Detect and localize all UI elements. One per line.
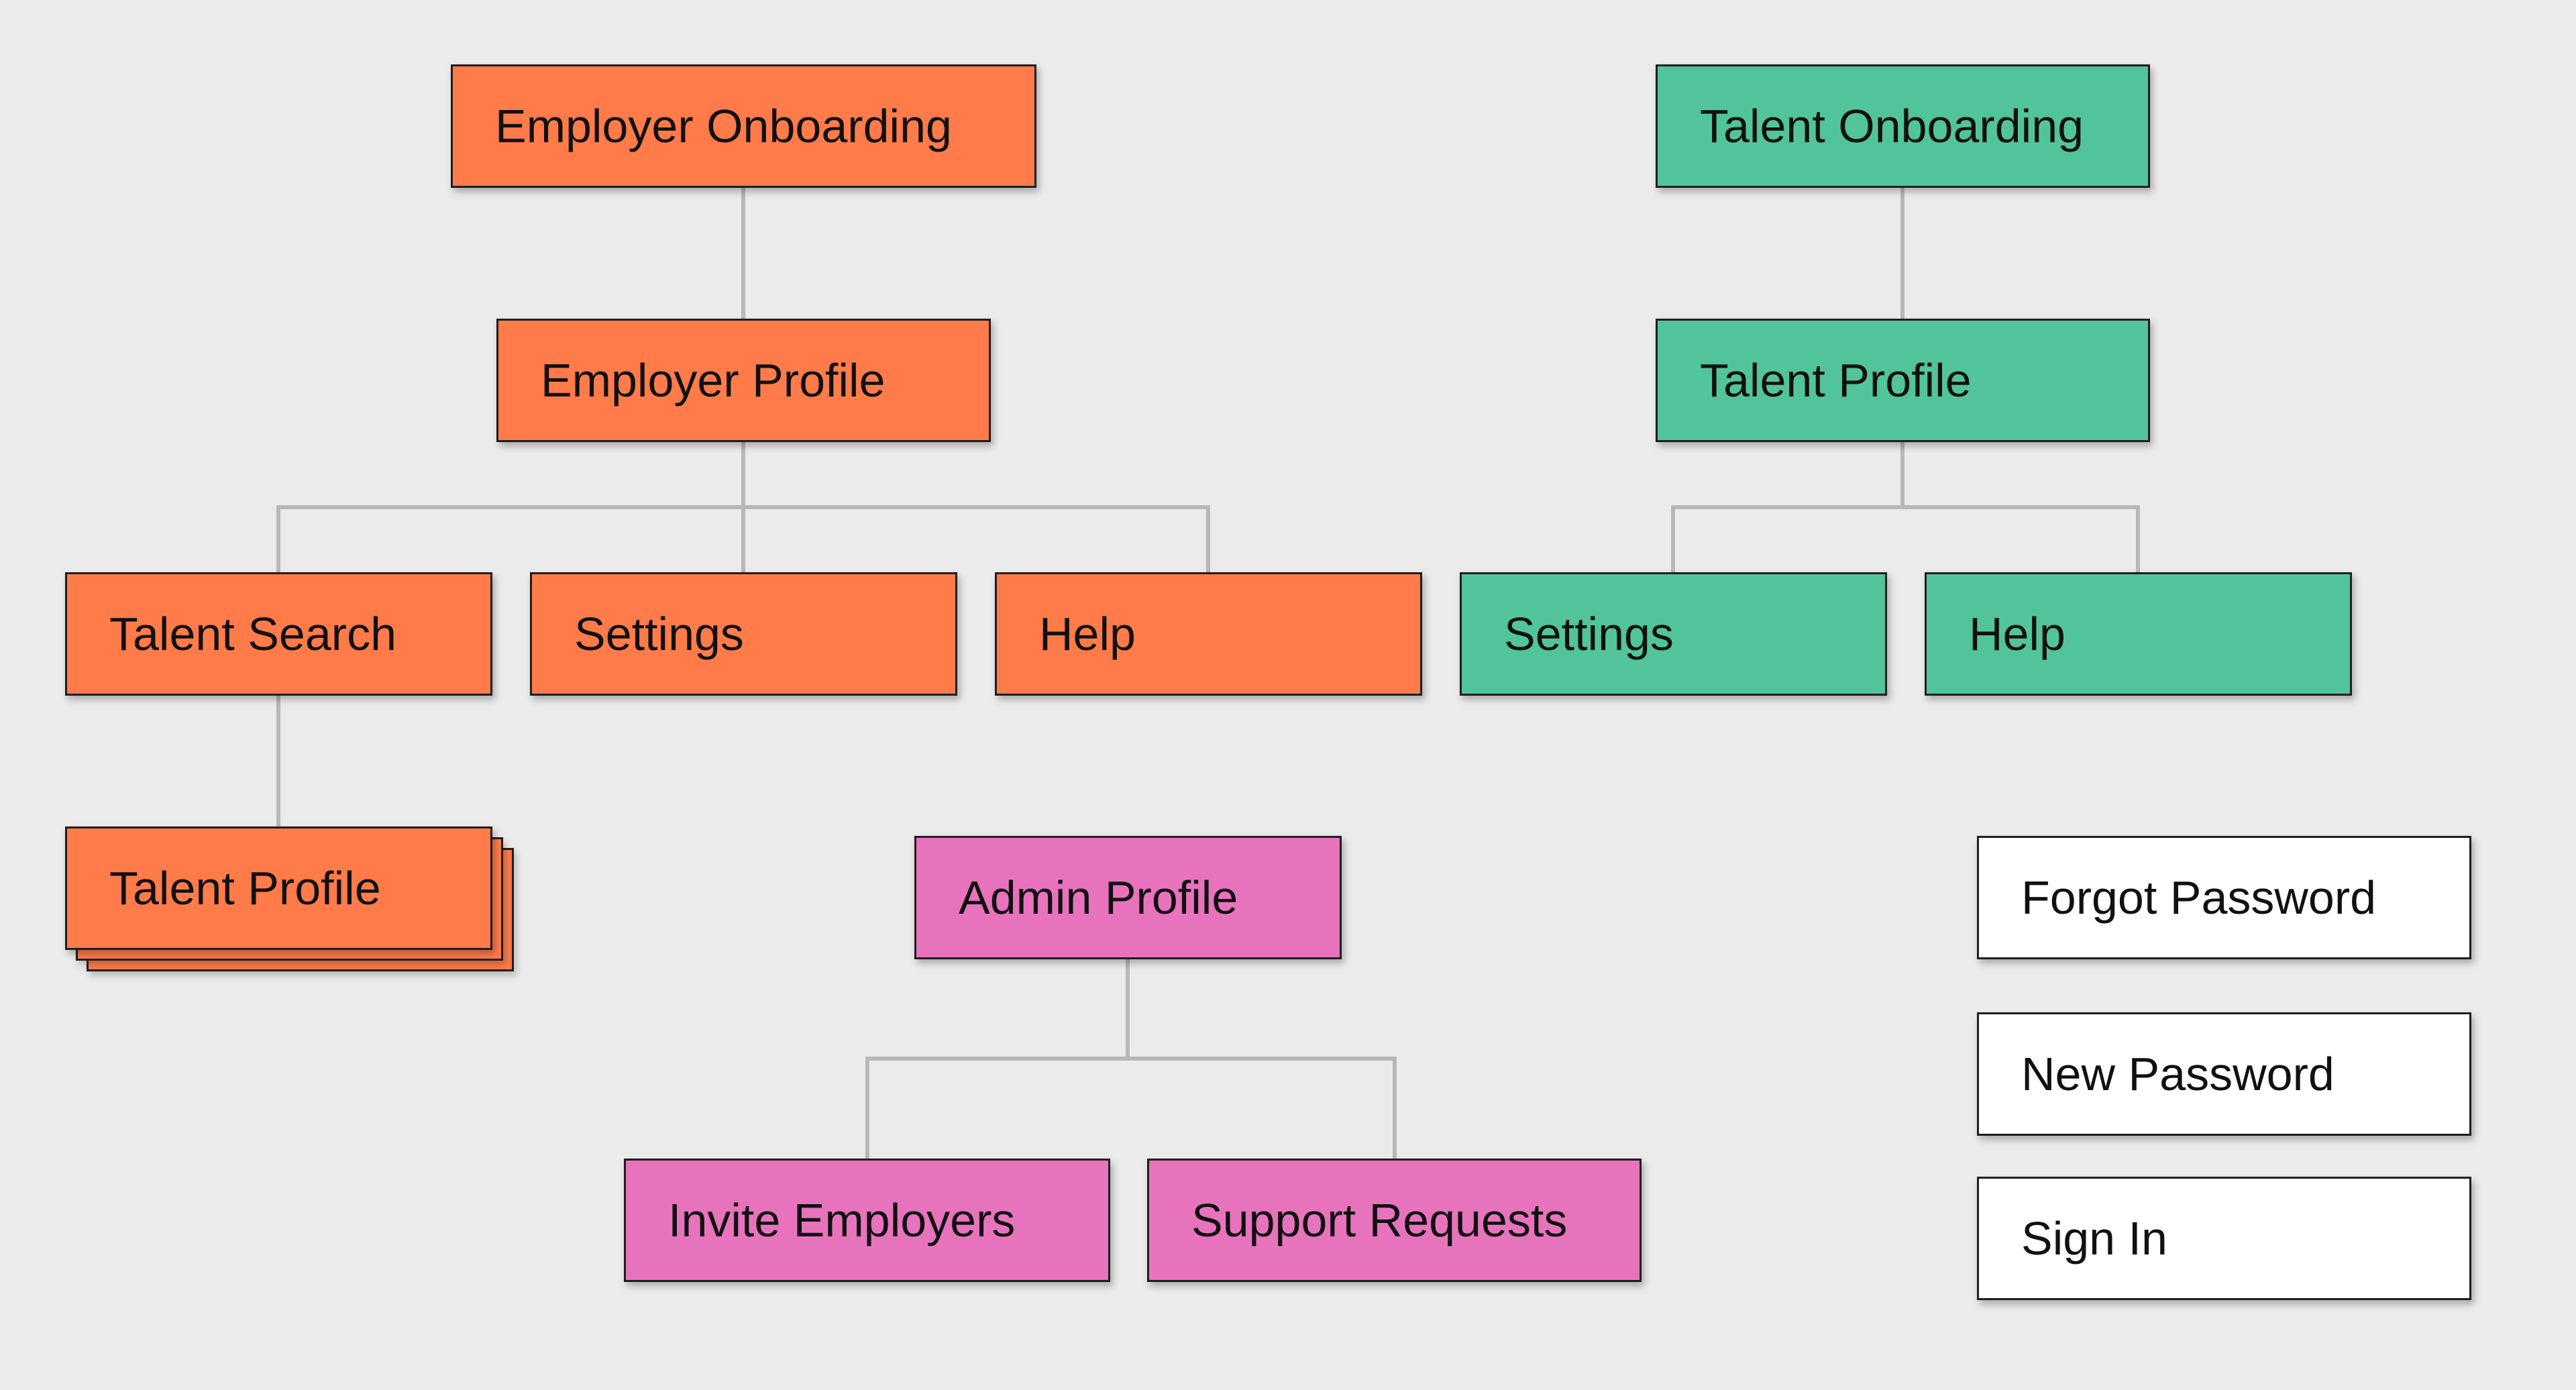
employer-onboarding-node[interactable]: Employer Onboarding <box>451 64 1036 188</box>
talent-help-node[interactable]: Help <box>1925 572 2352 696</box>
talent-profile-node[interactable]: Talent Profile <box>1656 319 2150 442</box>
forgot-password-label: Forgot Password <box>2021 871 2377 924</box>
forgot-password-node[interactable]: Forgot Password <box>1977 836 2471 959</box>
sign-in-node[interactable]: Sign In <box>1977 1177 2471 1300</box>
employer-settings-label: Settings <box>574 608 744 660</box>
employer-profile-node[interactable]: Employer Profile <box>496 319 991 442</box>
invite-employers-label: Invite Employers <box>668 1194 1016 1246</box>
employer-onboarding-label: Employer Onboarding <box>495 100 952 152</box>
employer-talent-profile-label: Talent Profile <box>109 862 381 914</box>
connector-employer-profile-branch <box>276 442 1210 572</box>
talent-onboarding-label: Talent Onboarding <box>1700 100 2084 152</box>
employer-talent-profile-stack-node[interactable]: Talent Profile <box>65 826 492 950</box>
talent-help-label: Help <box>1969 608 2065 660</box>
connector-admin-profile-branch <box>865 959 1397 1159</box>
admin-profile-label: Admin Profile <box>959 871 1238 924</box>
new-password-label: New Password <box>2021 1048 2334 1100</box>
talent-settings-node[interactable]: Settings <box>1460 572 1887 696</box>
invite-employers-node[interactable]: Invite Employers <box>624 1159 1110 1282</box>
talent-onboarding-node[interactable]: Talent Onboarding <box>1656 64 2150 188</box>
talent-settings-label: Settings <box>1504 608 1674 660</box>
connector-talent-profile-branch <box>1671 442 2140 572</box>
support-requests-node[interactable]: Support Requests <box>1147 1159 1642 1282</box>
employer-help-label: Help <box>1039 608 1136 660</box>
admin-profile-node[interactable]: Admin Profile <box>914 836 1342 959</box>
employer-talent-search-node[interactable]: Talent Search <box>65 572 492 696</box>
sign-in-label: Sign In <box>2021 1212 2167 1265</box>
new-password-node[interactable]: New Password <box>1977 1012 2471 1136</box>
employer-talent-search-label: Talent Search <box>109 608 397 660</box>
employer-help-node[interactable]: Help <box>995 572 1422 696</box>
talent-profile-label: Talent Profile <box>1700 354 1972 407</box>
support-requests-label: Support Requests <box>1191 1194 1568 1246</box>
employer-settings-node[interactable]: Settings <box>530 572 957 696</box>
employer-profile-label: Employer Profile <box>541 354 885 407</box>
